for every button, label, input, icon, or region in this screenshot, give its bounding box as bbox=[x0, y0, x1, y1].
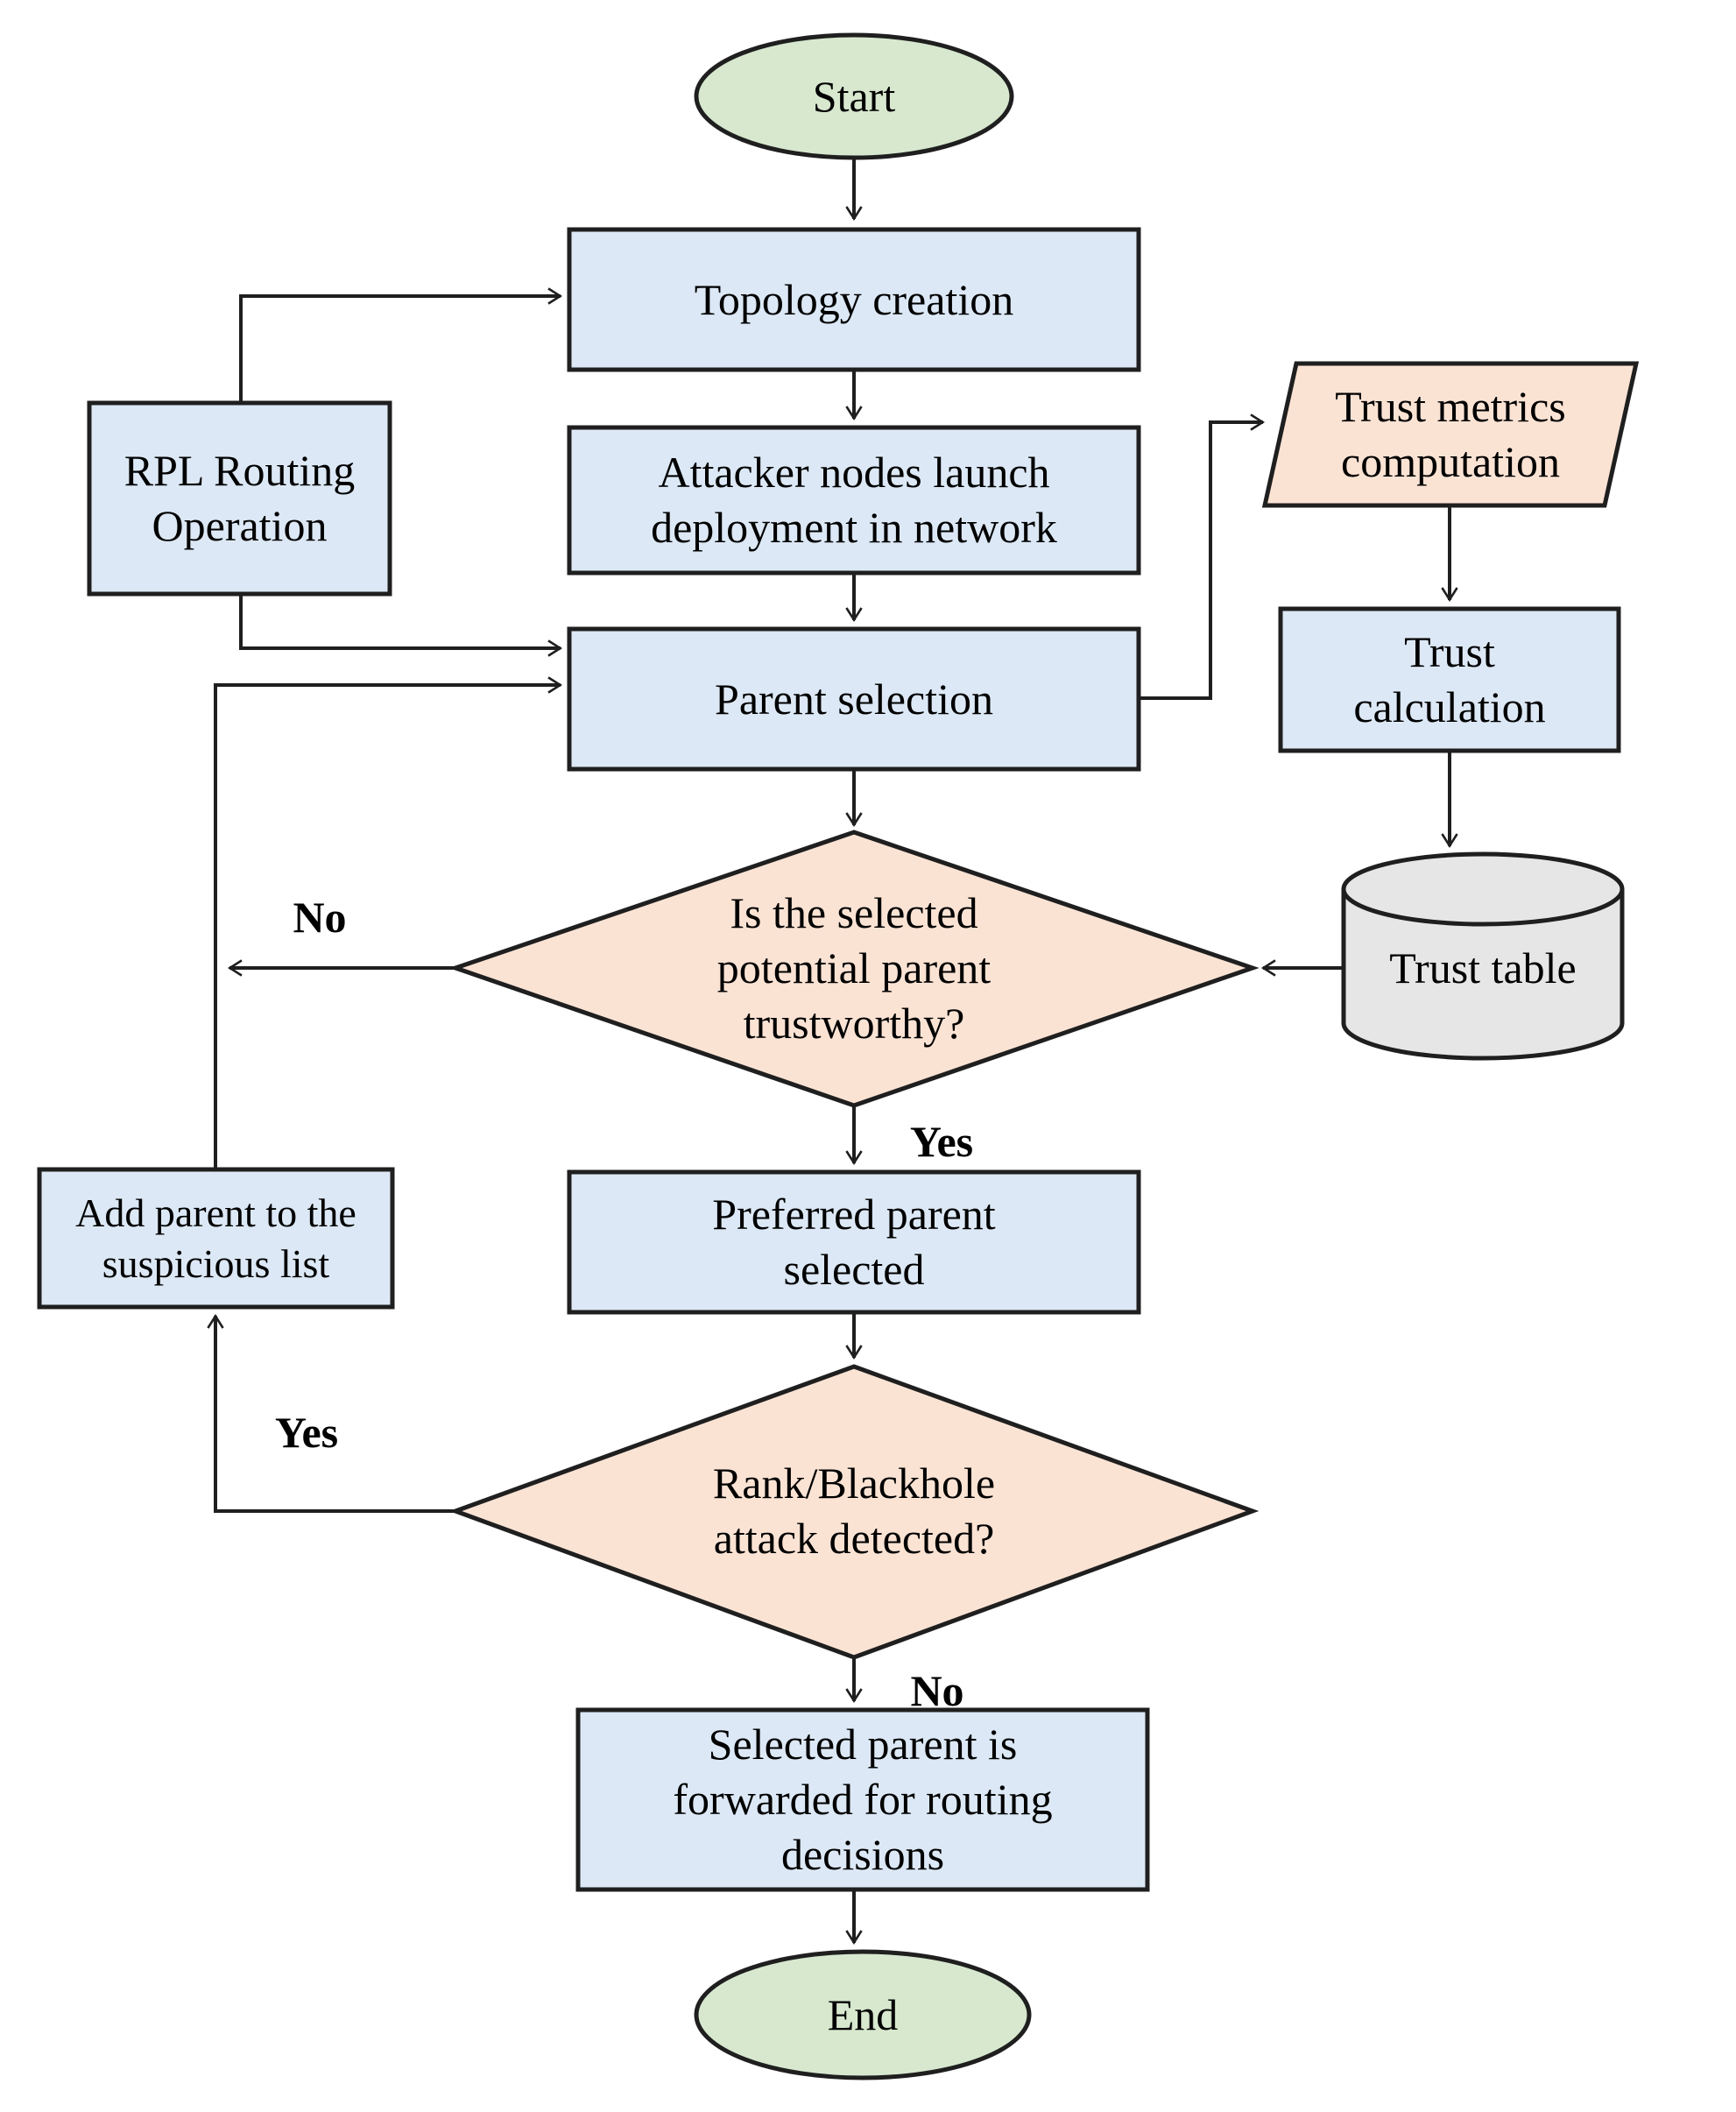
rpl-routing-label: RPL Routing Operation bbox=[123, 446, 356, 550]
topology-creation-label: Topology creation bbox=[694, 274, 1014, 324]
connector-decision2-suspicious-yes bbox=[207, 1313, 455, 1513]
cylinder-sides bbox=[1341, 889, 1625, 1023]
trust-calculation-label: Trust calculation bbox=[1353, 627, 1546, 731]
preferred-parent-label: Preferred parent selected bbox=[712, 1190, 996, 1294]
attacker-deployment-label: Attacker nodes launch deployment in netw… bbox=[651, 448, 1057, 552]
shape-layer bbox=[37, 32, 1640, 2080]
start-terminator-shape bbox=[694, 32, 1014, 160]
parent-selection-shape bbox=[567, 626, 1141, 772]
cylinder-top-arc bbox=[1341, 851, 1625, 927]
rpl-routing-shape bbox=[87, 400, 392, 597]
forward-routing-shape bbox=[575, 1707, 1150, 1892]
add-suspicious-shape bbox=[37, 1167, 395, 1310]
trust-table-cylinder-shape bbox=[1341, 851, 1625, 1061]
connector-layer bbox=[207, 158, 1458, 1946]
connector-suspicious-parent-loop bbox=[214, 676, 563, 1169]
edge-label-yes-trustworthy: Yes bbox=[909, 1117, 974, 1166]
trust-metrics-parallelogram-shape bbox=[1261, 361, 1640, 508]
decision-trustworthy-label: Is the selected potential parent trustwo… bbox=[716, 887, 991, 1048]
decision-attack-shape bbox=[448, 1364, 1260, 1660]
trust-table-label: Trust table bbox=[1389, 943, 1577, 992]
trust-metrics-label: Trust metrics computation bbox=[1335, 382, 1566, 486]
connector-parent-trustmetrics bbox=[1139, 413, 1266, 700]
decision-trustworthy-shape bbox=[448, 830, 1260, 1108]
trust-calculation-shape bbox=[1278, 606, 1621, 753]
forward-routing-label: Selected parent is forwarded for routing… bbox=[673, 1720, 1053, 1879]
edge-label-no-attack: No bbox=[910, 1666, 964, 1715]
connector-rpl-parent bbox=[239, 594, 563, 657]
add-suspicious-label: Add parent to the suspicious list bbox=[75, 1190, 356, 1286]
edge-label-no-trustworthy: No bbox=[293, 893, 347, 942]
preferred-parent-shape bbox=[567, 1169, 1141, 1315]
end-label: End bbox=[827, 1989, 899, 2039]
start-label: Start bbox=[812, 71, 896, 121]
end-terminator-shape bbox=[694, 1949, 1032, 2080]
parent-selection-label: Parent selection bbox=[715, 674, 993, 724]
edge-label-yes-attack: Yes bbox=[274, 1408, 339, 1457]
attacker-deployment-shape bbox=[567, 425, 1141, 576]
topology-creation-shape bbox=[567, 227, 1141, 372]
decision-attack-label: Rank/Blackhole attack detected? bbox=[712, 1459, 996, 1563]
connector-rpl-topology bbox=[239, 287, 563, 403]
